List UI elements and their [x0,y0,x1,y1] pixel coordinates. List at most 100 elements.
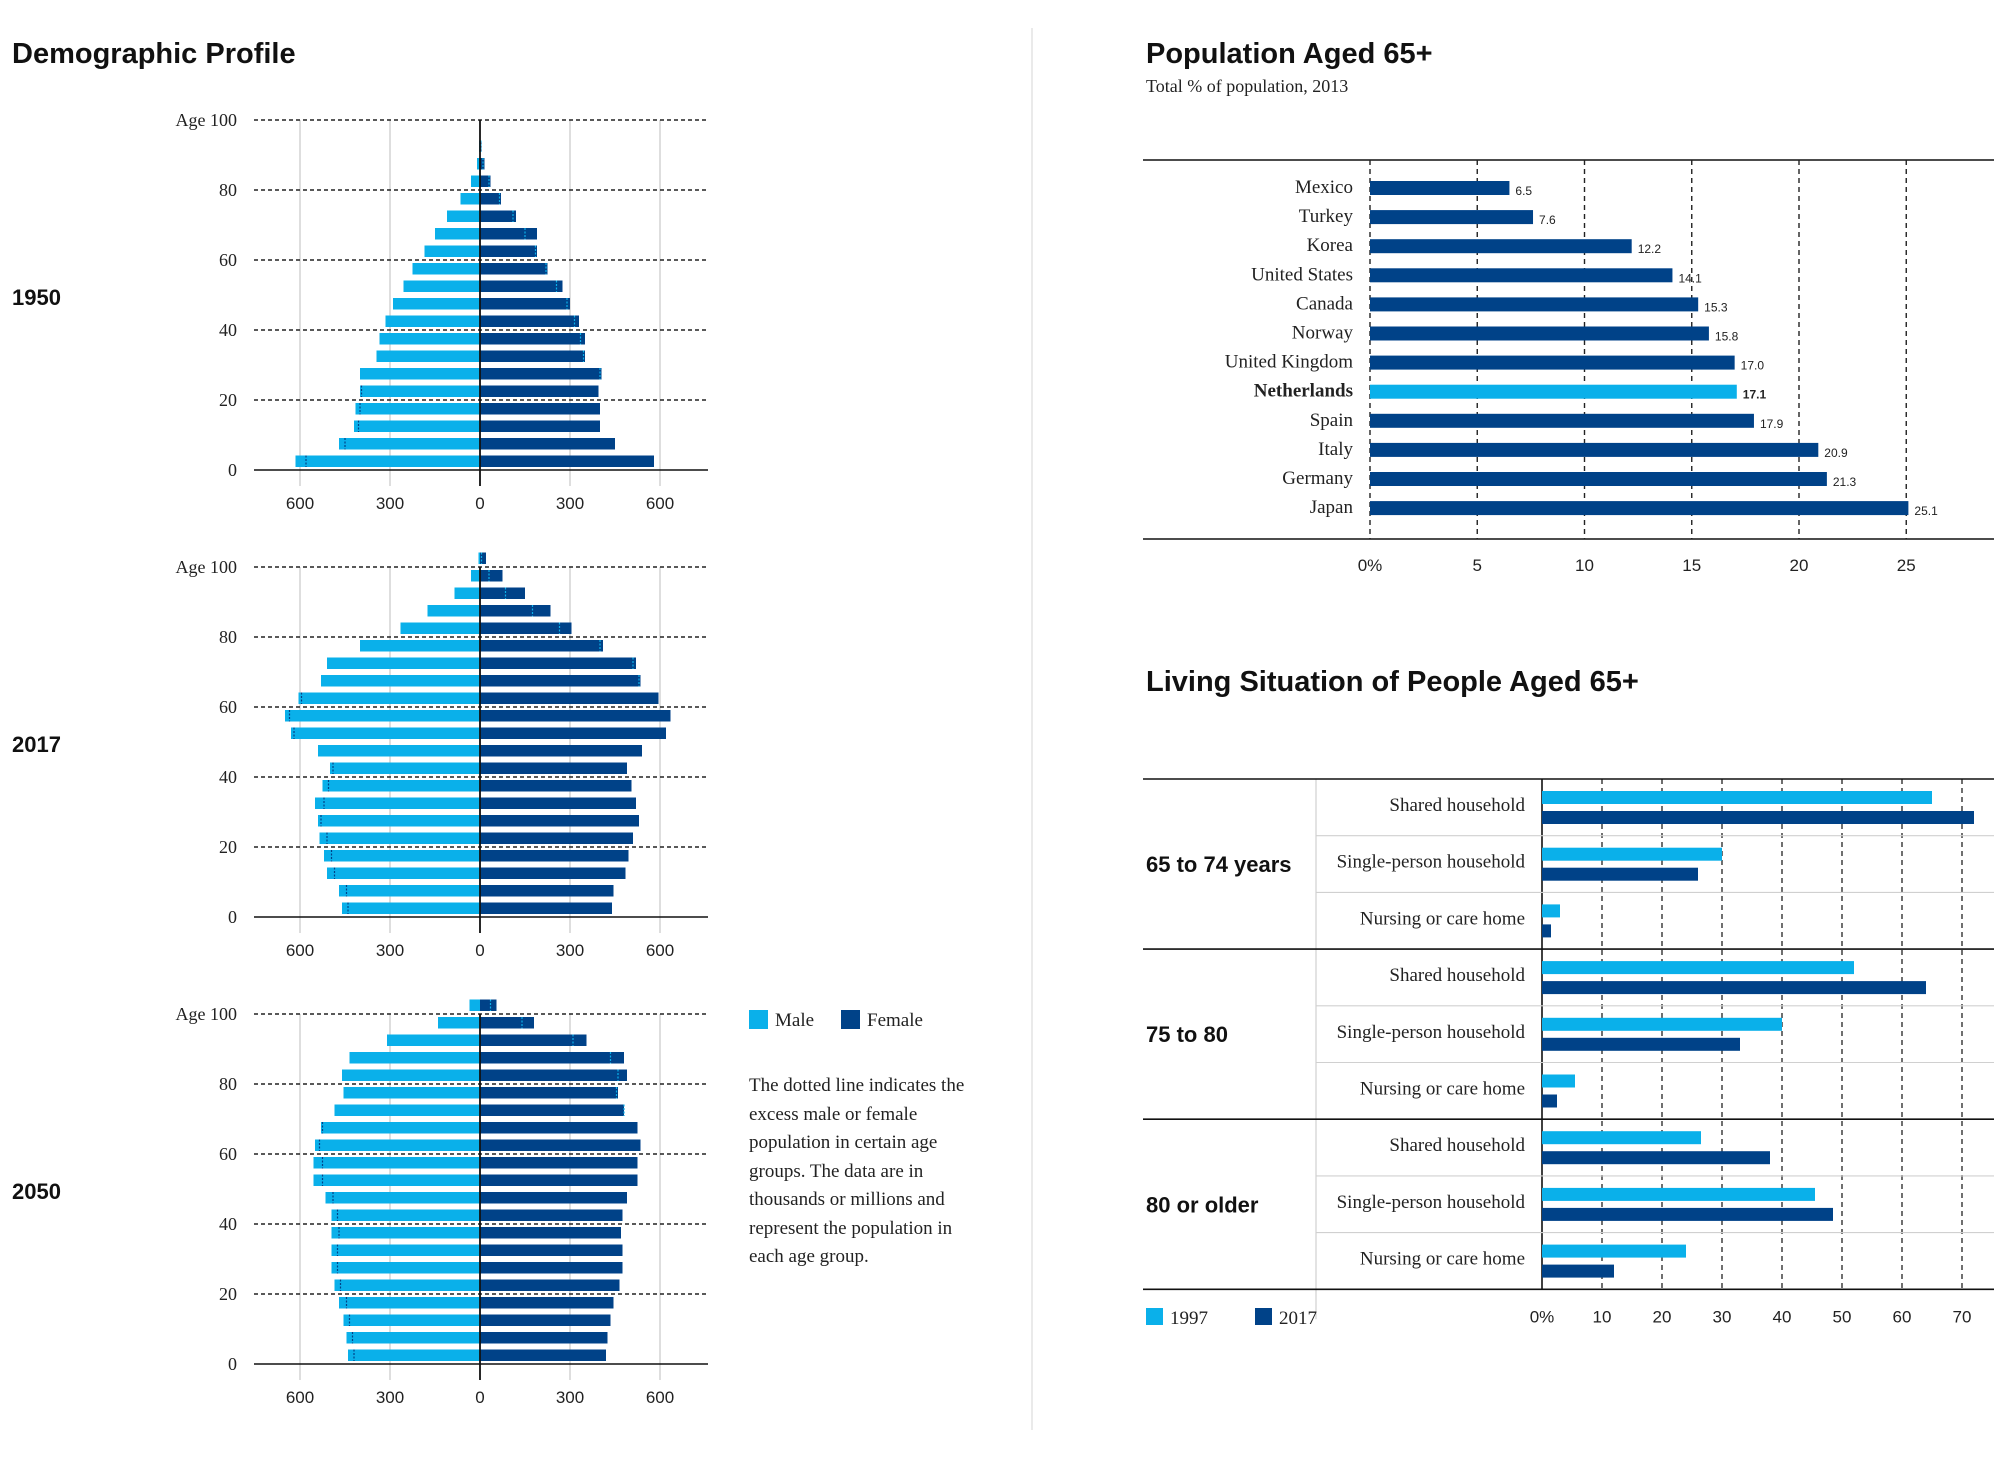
male-bar [327,657,480,669]
female-bar [480,1262,623,1274]
female-bar [480,193,501,205]
pyramid-x-tick: 0 [475,941,484,960]
female-bar [480,1192,627,1204]
aged-value-label: 17.1 [1743,388,1767,402]
demographic-title: Demographic Profile [12,38,296,70]
pyramid-age-label: 40 [219,320,237,340]
aged-country-label: Germany [1282,468,1353,489]
male-bar [360,368,480,380]
legend-1997-label: 1997 [1170,1308,1208,1329]
female-bar [480,455,654,467]
pyramid-x-tick: 600 [646,494,674,513]
pyramid-age-label: 60 [219,250,237,270]
male-bar [315,797,480,809]
pyramid-x-tick: 300 [556,494,584,513]
female-bar [480,605,551,617]
pyramid-age-label: Age 100 [176,110,238,130]
aged-country-label: United States [1251,264,1353,285]
female-bar [480,420,600,432]
legend-female-swatch [841,1010,860,1029]
female-bar [480,622,572,634]
aged-country-label: Korea [1307,235,1354,256]
living-bar-1997 [1542,1017,1782,1031]
legend-1997-swatch [1146,1308,1163,1325]
male-bar [327,867,480,879]
living-row-label: Nursing or care home [1360,1249,1525,1270]
living-bar-1997 [1542,1131,1701,1145]
aged-bar [1370,181,1510,195]
living-x-tick: 20 [1653,1307,1672,1326]
male-bar [393,298,480,310]
pyramid-age-label: 60 [219,697,237,717]
female-bar [480,1349,606,1361]
aged-x-tick: 25 [1897,556,1916,575]
female-bar [480,832,633,844]
living-bar-2017 [1542,924,1551,938]
female-bar [480,210,516,222]
female-bar [480,675,641,687]
pyramid-age-label: 80 [219,627,237,647]
female-bar [480,263,548,275]
female-bar [480,438,615,450]
male-bar [478,552,480,564]
living-x-tick: 10 [1593,1307,1612,1326]
male-bar [325,1192,480,1204]
living-row-label: Shared household [1389,795,1525,816]
female-bar [480,1227,621,1239]
male-bar [318,815,480,827]
male-bar [438,1017,480,1029]
living-group-label: 75 to 80 [1146,1022,1228,1047]
pyramid-year-label: 2050 [12,1179,61,1204]
female-bar [480,1017,534,1029]
aged-bar [1370,472,1827,486]
male-bar [471,570,480,582]
aged-value-label: 12.2 [1638,242,1662,256]
aged-country-label: Mexico [1295,177,1353,198]
pyramid-x-tick: 600 [646,941,674,960]
living-bar-2017 [1542,811,1974,824]
male-bar [291,727,480,739]
male-bar [321,675,480,687]
aged-bar [1370,297,1699,312]
aged-value-label: 6.5 [1515,184,1532,198]
female-bar [480,587,525,599]
male-bar [334,1279,480,1291]
pyramid-x-tick: 300 [556,941,584,960]
female-bar [480,1122,638,1134]
female-bar [480,815,639,827]
female-bar [480,640,603,652]
male-bar [349,1052,480,1064]
pyramid-age-label: 80 [219,180,237,200]
aged-x-tick: 15 [1682,556,1701,575]
pyramid-note: The dotted line indicates the excess mal… [749,1075,965,1267]
living-bar-2017 [1542,867,1698,881]
legend-male-swatch [749,1010,768,1029]
female-bar [480,158,485,170]
pyramid-age-label: 0 [228,1354,237,1374]
female-bar [480,1244,623,1256]
female-bar [480,403,600,415]
male-bar [324,850,480,862]
pyramid-age-label: 80 [219,1074,237,1094]
aged-bar [1370,413,1754,428]
female-bar [480,315,579,327]
aged-bar [1370,501,1909,516]
female-bar [480,570,503,582]
living-title: Living Situation of People Aged 65+ [1146,666,1639,698]
male-bar [330,762,480,774]
living-bar-2017 [1542,1207,1833,1221]
aged-country-label: Italy [1318,439,1353,460]
aged-country-label: Canada [1296,293,1354,314]
living-bar-1997 [1542,1074,1575,1088]
male-bar [424,245,480,257]
male-bar [403,280,480,292]
living-bar-2017 [1542,1151,1770,1165]
pyramid-age-label: Age 100 [176,557,238,577]
pyramid-x-tick: 0 [475,494,484,513]
male-bar [331,1227,480,1239]
pyramid-age-label: 20 [219,837,237,857]
female-bar [480,797,636,809]
aged-value-label: 17.9 [1760,417,1784,431]
